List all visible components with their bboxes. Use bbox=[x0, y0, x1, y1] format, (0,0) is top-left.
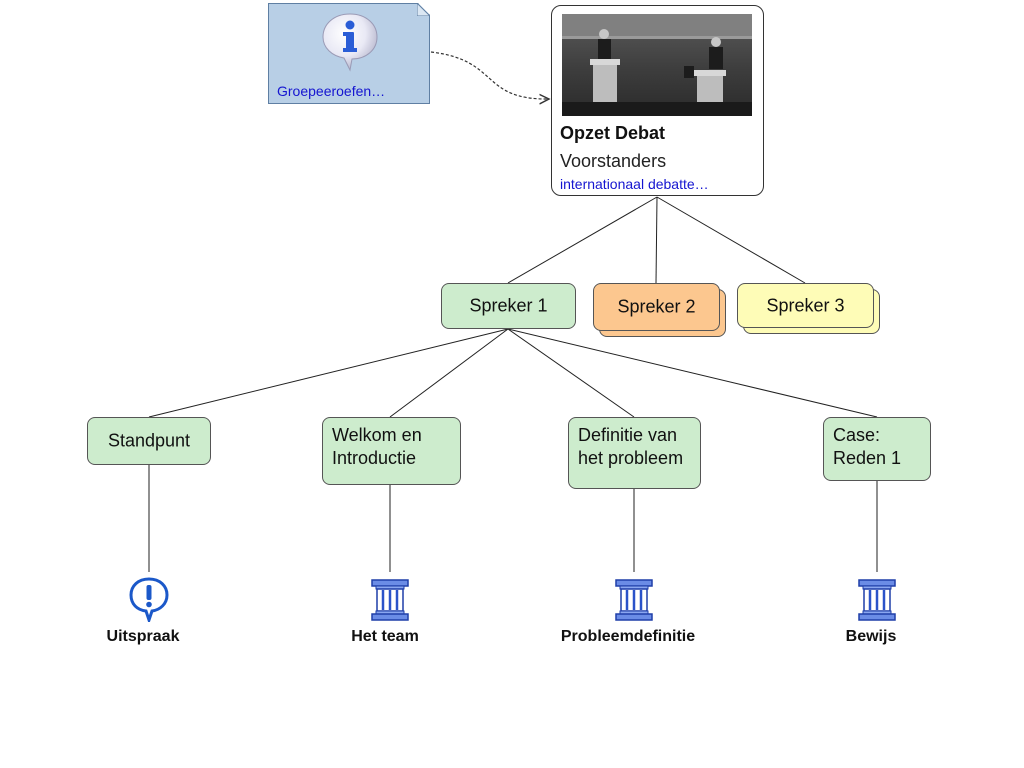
pillar-icon bbox=[858, 579, 896, 621]
note-fold-corner bbox=[417, 3, 430, 16]
leaf-het-team[interactable]: Het team bbox=[351, 628, 419, 645]
topic-spreker-2[interactable]: Spreker 2 bbox=[593, 283, 720, 331]
exclamation-bubble-icon bbox=[129, 577, 169, 622]
debate-photo bbox=[562, 14, 752, 116]
topic-label: Spreker 2 bbox=[617, 296, 696, 317]
edge-central-spreker3 bbox=[656, 196, 806, 284]
topic-definitie-van-het-probleem[interactable]: Definitie van het probleem bbox=[568, 417, 701, 489]
topic-label: Spreker 1 bbox=[469, 295, 548, 316]
topic-spreker-1[interactable]: Spreker 1 bbox=[441, 283, 576, 329]
topic-spreker-3[interactable]: Spreker 3 bbox=[737, 283, 874, 328]
info-speech-bubble-icon bbox=[322, 13, 378, 72]
note-connector bbox=[430, 51, 549, 99]
topic-standpunt[interactable]: Standpunt bbox=[87, 417, 211, 465]
topic-label: Welkom en Introductie bbox=[332, 425, 422, 468]
central-title: Opzet Debat bbox=[560, 123, 666, 143]
edge-spreker1-case bbox=[507, 328, 878, 418]
note-link[interactable]: Groepeeroefen… bbox=[277, 83, 386, 99]
edge-spreker1-welkom bbox=[389, 328, 509, 418]
topic-label: Definitie van het probleem bbox=[578, 425, 684, 468]
edge-central-spreker1 bbox=[507, 196, 658, 284]
topic-label: Spreker 3 bbox=[766, 295, 845, 315]
pillar-icon bbox=[615, 579, 653, 621]
leaf-uitspraak[interactable]: Uitspraak bbox=[106, 628, 180, 645]
central-subtitle: Voorstanders bbox=[560, 151, 667, 171]
leaf-bewijs[interactable]: Bewijs bbox=[845, 628, 897, 645]
topic-welkom-en-introductie[interactable]: Welkom en Introductie bbox=[322, 417, 461, 485]
topic-label: Case: Reden 1 bbox=[833, 425, 902, 468]
pillar-icon bbox=[371, 579, 409, 621]
topic-label: Standpunt bbox=[107, 430, 191, 451]
leaf-probleemdefinitie[interactable]: Probleemdefinitie bbox=[560, 628, 696, 645]
central-link[interactable]: internationaal debatte… bbox=[560, 176, 709, 192]
edge-spreker1-definitie bbox=[507, 328, 635, 418]
topic-case-reden-1[interactable]: Case: Reden 1 bbox=[823, 417, 931, 481]
edge-spreker1-standpunt bbox=[148, 328, 509, 418]
edge-central-spreker2 bbox=[655, 196, 658, 284]
central-topic-opzet-debat[interactable]: Opzet Debat Voorstanders internationaal … bbox=[551, 5, 764, 196]
